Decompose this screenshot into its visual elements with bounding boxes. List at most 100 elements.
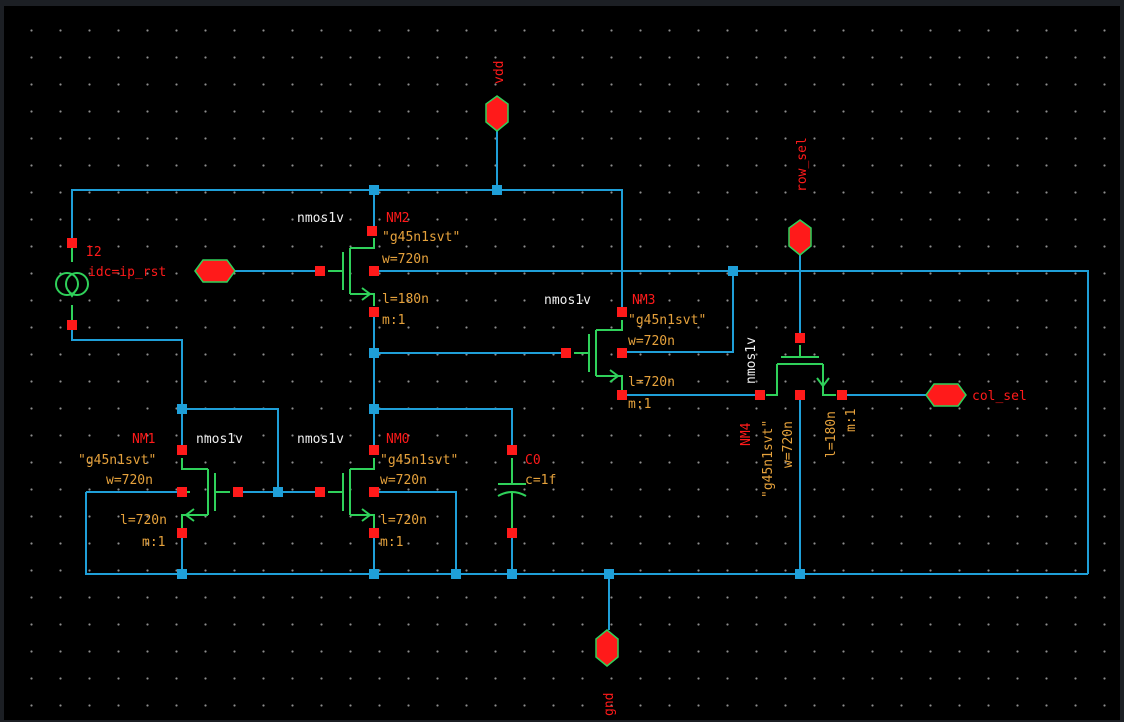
pin-gnd[interactable]	[595, 629, 619, 667]
nm3-type: nmos1v	[544, 293, 591, 308]
wire-nm1-diode[interactable]	[182, 408, 279, 492]
nm1-symbol[interactable]	[181, 458, 230, 528]
nm4-l: l=180n	[824, 411, 839, 458]
nm0-symbol[interactable]	[328, 458, 375, 528]
pin-col-sel-shape[interactable]	[925, 383, 967, 407]
c0-value: c=1f	[525, 473, 556, 488]
terminal-nm2-g[interactable]	[315, 266, 325, 276]
nm4-model: "g45n1svt"	[761, 420, 776, 498]
terminal-nm1-s[interactable]	[177, 528, 187, 538]
terminal-nm1-d[interactable]	[177, 445, 187, 455]
terminal-nm2-b[interactable]	[369, 266, 379, 276]
junction-dot	[273, 487, 283, 497]
nm2-type: nmos1v	[297, 211, 344, 226]
terminal-nm3-s[interactable]	[617, 390, 627, 400]
terminal-nm3-b[interactable]	[617, 348, 627, 358]
terminal-nm1-g[interactable]	[233, 487, 243, 497]
pin-gnd-shape[interactable]	[595, 629, 619, 667]
wire-nm3-drop[interactable]	[622, 271, 734, 353]
nm3-symbol[interactable]	[574, 320, 623, 390]
terminal-i2-bot[interactable]	[67, 320, 77, 330]
terminal-nm1-b[interactable]	[177, 487, 187, 497]
pin-row-sel[interactable]	[788, 219, 812, 256]
pin-row-sel-shape[interactable]	[788, 219, 812, 256]
c0-name: C0	[525, 453, 541, 468]
terminal-nm0-d[interactable]	[369, 445, 379, 455]
wire-gnd-rail[interactable]	[85, 492, 1088, 575]
nm0-w: w=720n	[380, 473, 427, 488]
terminal-nm0-g[interactable]	[315, 487, 325, 497]
terminal-c0-top[interactable]	[507, 445, 517, 455]
junction-dot	[177, 569, 187, 579]
nm2-drain-lead	[350, 238, 375, 249]
nm3-model: "g45n1svt"	[628, 313, 706, 328]
nm4-symbol[interactable]	[766, 345, 836, 396]
nm1-source-lead	[181, 514, 208, 528]
wire-bias-bus[interactable]	[374, 270, 1089, 574]
pin-ip-rst-shape[interactable]	[194, 259, 236, 283]
pin-vdd-label: vdd	[492, 61, 507, 84]
nm3-source-lead	[596, 375, 623, 390]
i2-circle-b	[65, 272, 89, 296]
nm2-m: m:1	[382, 313, 405, 328]
nm4-source-lead	[822, 364, 836, 396]
junction-dot	[177, 404, 187, 414]
wire-i2-bottom[interactable]	[71, 326, 183, 450]
terminal-nm3-g[interactable]	[561, 348, 571, 358]
terminal-i2-top[interactable]	[67, 238, 77, 248]
nm3-name: NM3	[632, 293, 655, 308]
junction-dot	[451, 569, 461, 579]
terminal-nm0-s[interactable]	[369, 528, 379, 538]
junction-dot	[369, 348, 379, 358]
pin-vdd-shape[interactable]	[485, 95, 509, 132]
terminal-nm4-s[interactable]	[837, 390, 847, 400]
nm3-w: w=720n	[628, 334, 675, 349]
nm2-model: "g45n1svt"	[382, 230, 460, 245]
wire-nm0-body[interactable]	[374, 491, 457, 574]
i2-symbol[interactable]	[55, 248, 89, 320]
wires	[71, 125, 1089, 630]
junction-dot	[795, 569, 805, 579]
nm3-arrow	[609, 369, 620, 383]
wire-vdd-rail[interactable]	[71, 189, 623, 312]
nm1-model: "g45n1svt"	[78, 453, 156, 468]
nm4-w: w=720n	[781, 421, 796, 468]
terminals	[67, 226, 847, 538]
nm2-symbol[interactable]	[328, 238, 375, 306]
nm1-arrow	[184, 508, 195, 522]
nm4-m: m:1	[844, 409, 859, 432]
terminal-nm4-g[interactable]	[795, 333, 805, 343]
terminal-nm4-b[interactable]	[795, 390, 805, 400]
terminal-nm2-d[interactable]	[367, 226, 377, 236]
schematic-canvas[interactable]: vdd gnd row_sel col_sel idc=ip_rst I2 nm…	[4, 6, 1120, 720]
nm0-l: l=720n	[380, 513, 427, 528]
nm4-type: nmos1v	[744, 337, 759, 384]
junctions	[177, 185, 805, 579]
nm0-m: m:1	[380, 535, 403, 550]
pin-ip-rst[interactable]	[194, 259, 236, 283]
nm2-name: NM2	[386, 211, 409, 226]
terminal-nm2-s[interactable]	[369, 307, 379, 317]
nm4-arrow	[816, 377, 830, 388]
terminal-nm4-d[interactable]	[755, 390, 765, 400]
nm3-m: m:1	[628, 397, 651, 412]
nm1-l: l=720n	[120, 513, 167, 528]
nm1-type: nmos1v	[196, 432, 243, 447]
c0-symbol[interactable]	[497, 458, 527, 528]
junction-dot	[369, 404, 379, 414]
i2-arrow	[67, 289, 77, 298]
pin-col-sel[interactable]	[925, 383, 967, 407]
pin-vdd[interactable]	[485, 95, 509, 132]
terminal-nm0-b[interactable]	[369, 487, 379, 497]
schematic-svg[interactable]: vdd gnd row_sel col_sel idc=ip_rst I2 nm…	[4, 6, 1120, 720]
junction-dot	[507, 569, 517, 579]
wire-c0-top[interactable]	[374, 408, 513, 450]
junction-dot	[604, 569, 614, 579]
nm4-name: NM4	[739, 422, 754, 446]
nm2-l: l=180n	[382, 292, 429, 307]
nm1-m: m:1	[142, 535, 165, 550]
terminal-c0-bot[interactable]	[507, 528, 517, 538]
terminal-nm3-d[interactable]	[617, 307, 627, 317]
nm0-type: nmos1v	[297, 432, 344, 447]
